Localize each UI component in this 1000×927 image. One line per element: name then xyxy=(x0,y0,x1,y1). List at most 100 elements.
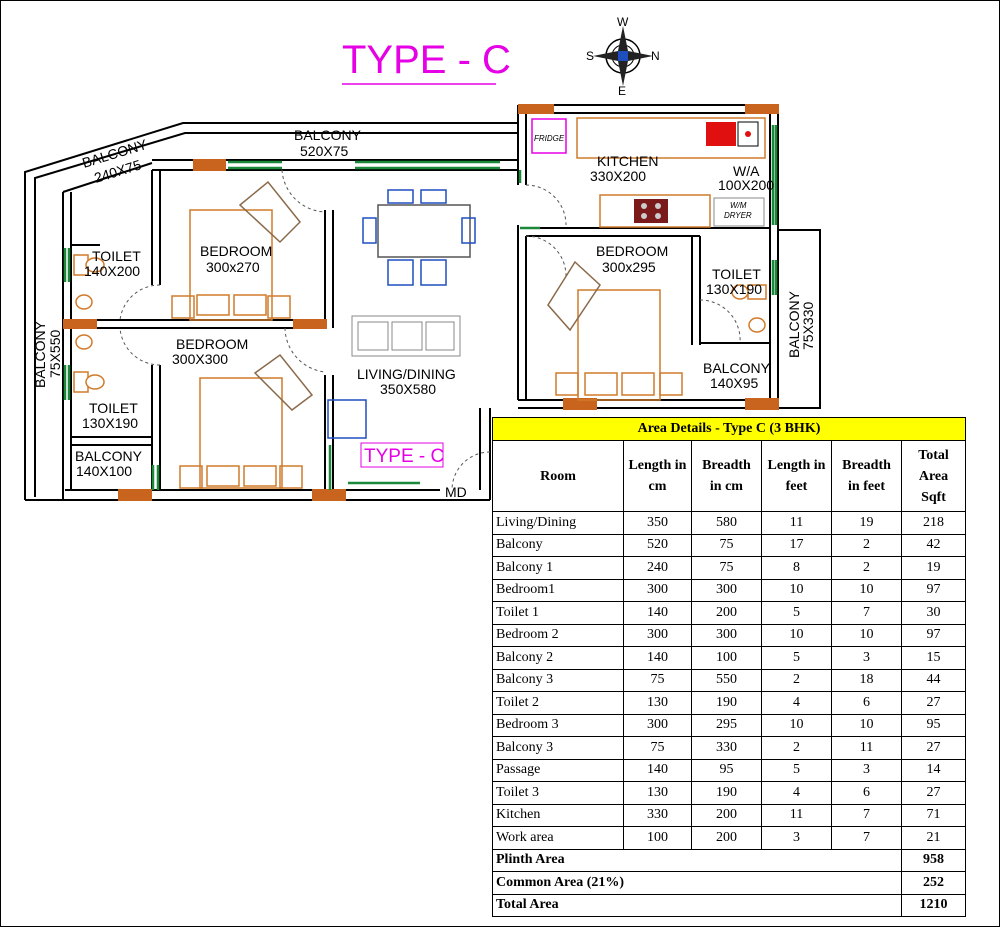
common-row: Common Area (21%) 252 xyxy=(491,871,966,895)
kitchen-size: 330X200 xyxy=(590,168,646,184)
compass-icon: W E S N xyxy=(586,15,660,98)
bedroom-mid-name: BEDROOM xyxy=(176,336,248,352)
structural-columns xyxy=(63,104,779,501)
balcony-bottom-size: 140X100 xyxy=(76,463,132,479)
compass-s: S xyxy=(586,49,594,63)
value-cell: 300 xyxy=(622,623,692,647)
toilet-right-size: 130X190 xyxy=(706,281,762,297)
value-cell: 10 xyxy=(830,713,903,737)
value-cell: 140 xyxy=(622,758,692,782)
value-cell: 300 xyxy=(690,623,762,647)
value-cell: 19 xyxy=(901,556,966,580)
value-cell: 330 xyxy=(690,736,762,760)
value-cell: 2 xyxy=(760,736,833,760)
living-size: 350X580 xyxy=(380,381,436,397)
value-cell: 580 xyxy=(690,511,762,535)
room-cell: Passage xyxy=(492,758,624,782)
value-cell: 95 xyxy=(690,758,762,782)
value-cell: 200 xyxy=(690,601,762,625)
value-cell: 42 xyxy=(901,533,966,557)
value-cell: 75 xyxy=(622,736,692,760)
wm-dryer-line1: W/M xyxy=(730,201,747,210)
col-header-total-area: Total Area Sqft xyxy=(901,440,966,512)
wa-name: W/A xyxy=(733,163,760,179)
value-cell: 3 xyxy=(760,826,833,850)
bedroom-top-name: BEDROOM xyxy=(200,243,272,259)
toilet-bottom-size: 130X190 xyxy=(82,415,138,431)
toilet-left-name: TOILET xyxy=(92,248,141,264)
plinth-label: Plinth Area xyxy=(491,848,903,872)
col-header-breadth-ft: Breadth in feet xyxy=(830,440,903,512)
value-cell: 97 xyxy=(901,623,966,647)
wm-dryer-line2: DRYER xyxy=(724,211,752,220)
value-cell: 75 xyxy=(690,533,762,557)
sofa-icon xyxy=(351,315,461,357)
value-cell: 200 xyxy=(690,826,762,850)
bed-icon xyxy=(199,377,283,489)
tv-unit-icon xyxy=(327,399,367,439)
common-label: Common Area (21%) xyxy=(491,871,903,895)
door-swings xyxy=(119,169,741,491)
value-cell: 11 xyxy=(830,736,903,760)
value-cell: 10 xyxy=(830,578,903,602)
toilet-bottom-name: TOILET xyxy=(89,400,138,416)
value-cell: 10 xyxy=(760,623,833,647)
fridge-icon xyxy=(531,118,567,154)
balcony-right-size: 75X330 xyxy=(800,302,816,350)
value-cell: 95 xyxy=(901,713,966,737)
value-cell: 3 xyxy=(830,758,903,782)
value-cell: 300 xyxy=(622,578,692,602)
value-cell: 7 xyxy=(830,826,903,850)
balcony-left-name: BALCONY xyxy=(32,320,48,388)
value-cell: 4 xyxy=(760,691,833,715)
value-cell: 8 xyxy=(760,556,833,580)
value-cell: 27 xyxy=(901,691,966,715)
value-cell: 300 xyxy=(690,578,762,602)
area-details-table: Area Details - Type C (3 BHK) Room Lengt… xyxy=(491,417,966,917)
value-cell: 15 xyxy=(901,646,966,670)
value-cell: 520 xyxy=(622,533,692,557)
kitchen-name: KITCHEN xyxy=(597,153,658,169)
room-labels: BALCONY 520X75 BALCONY 240X75 FRIDGE KIT… xyxy=(32,127,816,500)
value-cell: 75 xyxy=(690,556,762,580)
value-cell: 5 xyxy=(760,758,833,782)
windows xyxy=(63,125,778,490)
value-cell: 100 xyxy=(690,646,762,670)
bedroom-right-name: BEDROOM xyxy=(596,243,668,259)
value-cell: 2 xyxy=(760,668,833,692)
plinth-value: 958 xyxy=(901,848,966,872)
col-header-breadth-cm: Breadth in cm xyxy=(690,440,762,512)
plinth-row: Plinth Area 958 xyxy=(491,848,966,872)
bed-icon xyxy=(189,209,273,321)
col-header-length-cm: Length in cm xyxy=(622,440,692,512)
value-cell: 190 xyxy=(690,781,762,805)
room-cell: Work area xyxy=(492,826,624,850)
room-cell: Balcony xyxy=(492,533,624,557)
kitchen-fixtures xyxy=(531,117,766,228)
toilet-fixtures xyxy=(73,254,767,393)
value-cell: 17 xyxy=(760,533,833,557)
total-value: 1210 xyxy=(901,893,966,917)
room-cell: Toilet 3 xyxy=(492,781,624,805)
value-cell: 11 xyxy=(760,511,833,535)
value-cell: 14 xyxy=(901,758,966,782)
value-cell: 44 xyxy=(901,668,966,692)
bedroom-mid-size: 300X300 xyxy=(172,351,228,367)
value-cell: 350 xyxy=(622,511,692,535)
bed-icon xyxy=(577,289,661,401)
fridge-label: FRIDGE xyxy=(534,134,565,143)
room-cell: Balcony 3 xyxy=(492,668,624,692)
room-cell: Bedroom1 xyxy=(492,578,624,602)
toilet-right-name: TOILET xyxy=(712,266,761,282)
value-cell: 7 xyxy=(830,803,903,827)
bedroom-top-size: 300x270 xyxy=(206,259,260,275)
